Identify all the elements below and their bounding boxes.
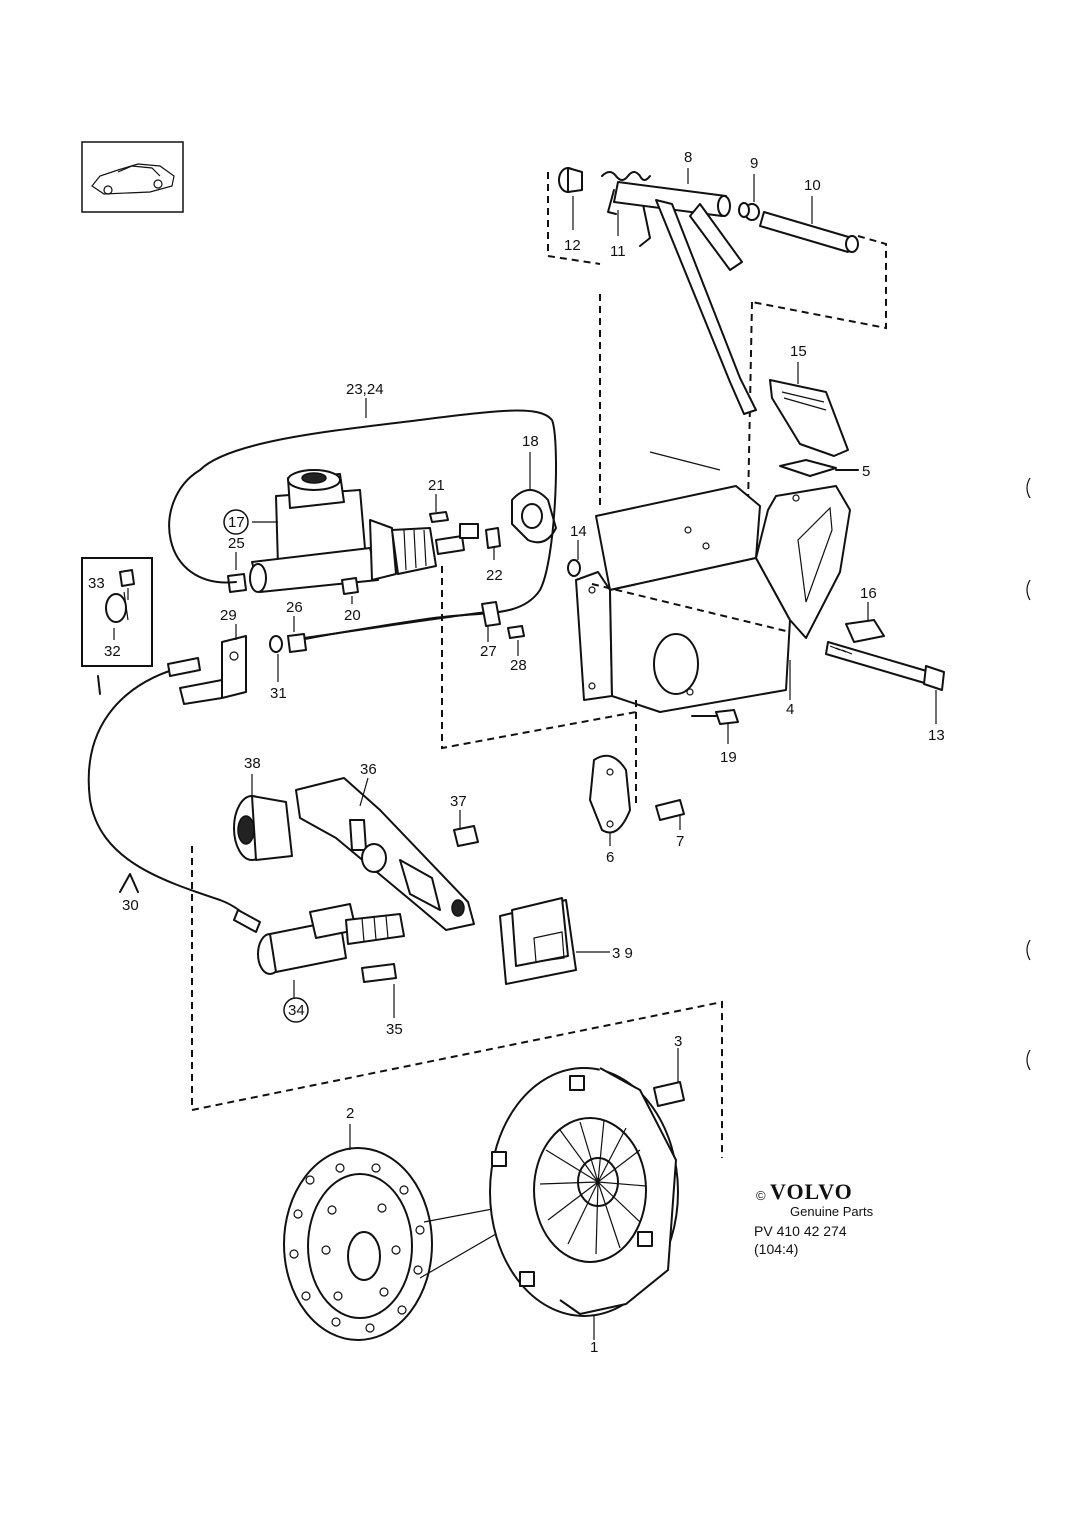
bushing-12 (558, 167, 583, 193)
label-27: 27 (480, 643, 497, 660)
clip-22 (485, 527, 501, 549)
label-39: 3 9 (612, 945, 633, 962)
bolt-3 (653, 1081, 685, 1107)
clutch-cable-30 (87, 657, 261, 933)
bolt-7 (655, 799, 685, 821)
brand-block: © VOLVO Genuine Parts PV 410 42 274 (104… (754, 1179, 874, 1257)
nut-14 (567, 559, 581, 577)
label-20: 20 (344, 607, 361, 624)
label-29: 29 (220, 607, 237, 624)
label-36: 36 (360, 761, 377, 778)
bracket-29 (179, 635, 247, 705)
leader-lines (113, 168, 937, 1340)
label-25: 25 (228, 535, 245, 552)
label-37: 37 (450, 793, 467, 810)
label-13: 13 (928, 727, 945, 744)
label-38: 38 (244, 755, 261, 772)
label-11: 11 (610, 243, 626, 260)
nut-20 (341, 577, 359, 595)
bolt-19 (691, 709, 739, 725)
svg-text:34: 34 (288, 1002, 305, 1019)
svg-text:17: 17 (228, 514, 245, 531)
release-fork-36 (295, 777, 475, 931)
margin-marks (1026, 477, 1031, 1071)
clip-box-32-33 (81, 557, 153, 667)
label-17: 17 (223, 509, 249, 535)
pedal-bracket-4 (575, 451, 851, 713)
label-28: 28 (510, 657, 527, 674)
hose-23-24 (168, 409, 557, 641)
tube-10 (759, 211, 859, 253)
gasket-18 (511, 489, 557, 544)
clip-16 (845, 619, 885, 643)
plate-5 (779, 459, 837, 477)
brand-tagline: Genuine Parts (790, 1204, 874, 1219)
label-22: 22 (486, 567, 503, 584)
bolt-13 (825, 641, 945, 691)
brand-name: VOLVO (770, 1179, 853, 1204)
pedal-pad-15 (769, 379, 849, 457)
label-19: 19 (720, 749, 737, 766)
label-30: 30 (122, 897, 139, 914)
label-6: 6 (606, 849, 614, 866)
clutch-disc-2 (283, 1147, 433, 1341)
pin-21 (429, 511, 449, 523)
label-35: 35 (386, 1021, 403, 1038)
label-12: 12 (564, 237, 581, 254)
fitting-25 (227, 573, 247, 593)
nut-26 (287, 633, 307, 653)
label-8: 8 (684, 149, 692, 166)
part-labels: 8 9 10 12 11 15 5 23,24 18 21 17 25 22 1… (88, 149, 945, 1356)
cover-plate-6 (589, 754, 631, 834)
reference-code: (104:4) (754, 1241, 798, 1257)
label-7: 7 (676, 833, 684, 850)
release-bearing-38 (233, 795, 293, 861)
label-5: 5 (862, 463, 870, 480)
label-9: 9 (750, 155, 758, 172)
washer-31 (269, 635, 283, 653)
pedal-shaft-8 (613, 181, 757, 415)
label-2: 2 (346, 1105, 354, 1122)
bolt-28 (507, 625, 525, 639)
label-31: 31 (270, 685, 287, 702)
label-18: 18 (522, 433, 539, 450)
label-10: 10 (804, 177, 821, 194)
clamp-27 (481, 601, 501, 627)
car-thumbnail-icon (81, 141, 184, 213)
label-23-24: 23,24 (346, 381, 384, 398)
copyright-symbol: © (756, 1188, 766, 1203)
label-21: 21 (428, 477, 445, 494)
label-16: 16 (860, 585, 877, 602)
pressure-plate-1 (489, 1067, 679, 1317)
slave-cylinder-34 (257, 903, 405, 975)
label-26: 26 (286, 599, 303, 616)
label-15: 15 (790, 343, 807, 360)
label-3: 3 (674, 1033, 682, 1050)
pedal-assembly (547, 167, 887, 507)
washer-9 (738, 202, 760, 221)
label-34: 34 (283, 997, 309, 1023)
bolt-35 (361, 963, 397, 983)
part-code: PV 410 42 274 (754, 1223, 847, 1239)
label-14: 14 (570, 523, 587, 540)
label-1: 1 (590, 1339, 598, 1356)
label-33: 33 (88, 575, 105, 592)
dust-boot-39 (499, 897, 577, 985)
label-4: 4 (786, 701, 794, 718)
label-32: 32 (104, 643, 121, 660)
bolt-37 (453, 825, 479, 847)
